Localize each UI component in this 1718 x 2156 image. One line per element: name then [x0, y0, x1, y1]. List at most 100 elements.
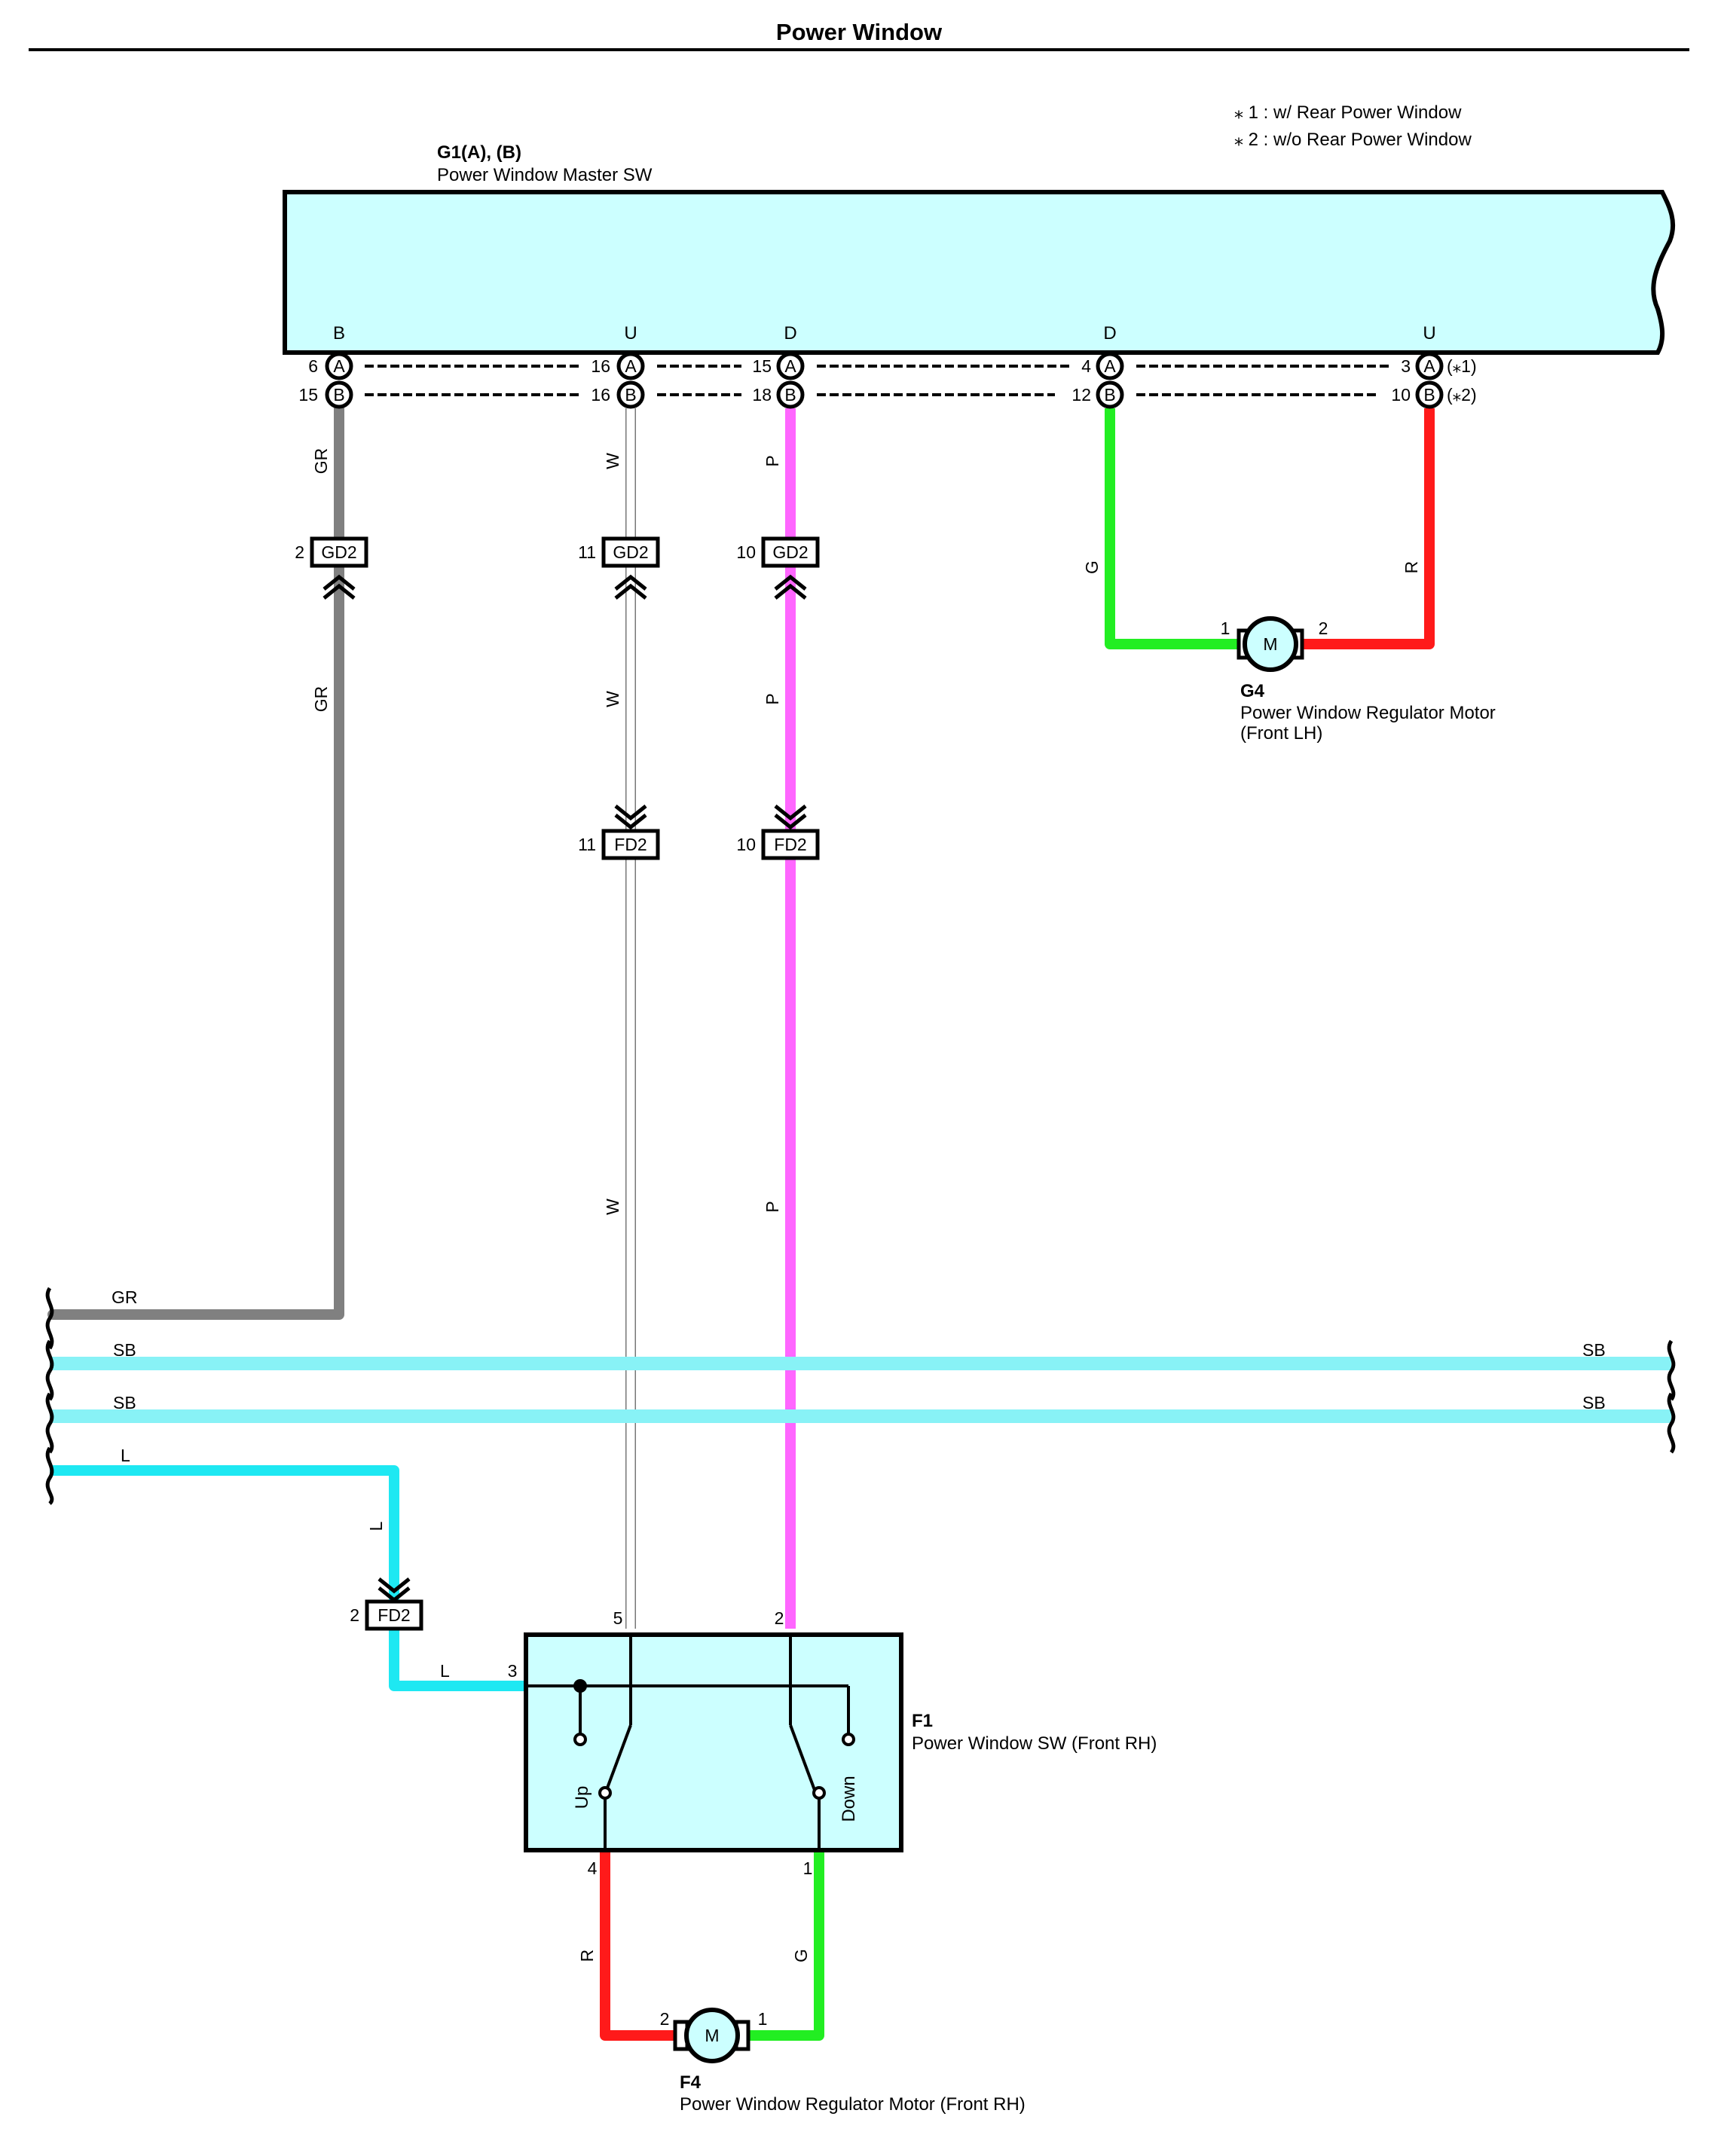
g4-pin-1: 1: [1221, 618, 1230, 638]
diagram-title: Power Window: [776, 19, 943, 45]
pin-c5-a: 3: [1401, 356, 1411, 376]
connector-gd2-3-label: GD2: [772, 542, 808, 562]
connector-gd2-2-label: GD2: [613, 542, 648, 562]
g4-name-2: (Front LH): [1240, 723, 1322, 744]
pin-c4-a: 4: [1081, 356, 1091, 376]
conn-letter-c3-b: B: [784, 385, 796, 405]
wire-label-g-g4: G: [1082, 560, 1102, 574]
f1-pin-2: 2: [775, 1608, 784, 1628]
g4-code: G4: [1240, 681, 1265, 701]
conn-letter-c2-b: B: [625, 385, 636, 405]
connector-fd2-1-label: FD2: [614, 835, 647, 854]
master-col-label-c2: U: [624, 323, 637, 344]
note-ref-c5-b: (⁎2): [1447, 385, 1477, 405]
wire-r-f4: [600, 1847, 675, 2041]
wire-gr: [47, 403, 344, 1320]
wire-label-gr-1: GR: [311, 448, 331, 475]
wire-r-g4: [1302, 408, 1435, 649]
f1-switch-contacts: [573, 1733, 855, 1800]
note-1: ⁎ 1 : w/ Rear Power Window: [1234, 102, 1462, 123]
connector-boxes: [310, 536, 820, 1631]
f1-junction-dot: [573, 1679, 587, 1693]
wire-label-sb-2-left: SB: [113, 1393, 136, 1412]
connector-gd2-2-pin: 11: [578, 542, 596, 562]
master-col-label-c1: B: [333, 323, 345, 344]
wire-label-g-f4: G: [791, 1949, 811, 1962]
pin-c5-b: 10: [1391, 385, 1411, 405]
connector-fd2-3-pin: 2: [350, 1605, 359, 1625]
master-sw-name: Power Window Master SW: [437, 165, 653, 185]
chevron-down-fd2: [378, 805, 807, 1603]
pin-c3-a: 15: [752, 356, 772, 376]
master-col-label-c4: D: [1103, 323, 1116, 344]
f1-pin-5: 5: [613, 1608, 623, 1628]
f4-name: Power Window Regulator Motor (Front RH): [680, 2094, 1026, 2115]
connector-fd2-3-label: FD2: [378, 1605, 410, 1625]
f1-code: F1: [912, 1711, 933, 1731]
master-pin-circles: [325, 352, 1444, 409]
pin-c1-b: 15: [298, 385, 318, 405]
wire-label-sb-1-left: SB: [113, 1340, 136, 1360]
wire-label-p-3: P: [763, 1201, 782, 1212]
f1-up-label: Up: [572, 1786, 592, 1809]
pin-c3-b: 18: [752, 385, 772, 405]
g4-pin-2: 2: [1319, 618, 1328, 638]
conn-letter-c3-a: A: [784, 356, 796, 376]
wire-label-l-h1: L: [121, 1446, 130, 1465]
wire-label-w-1: W: [603, 453, 622, 469]
f1-down-label: Down: [839, 1776, 859, 1822]
conn-letter-c4-b: B: [1104, 385, 1115, 405]
f1-switch-box: [524, 1632, 903, 1852]
wire-g-g4: [1105, 408, 1239, 649]
connector-fd2-2-pin: 10: [736, 835, 756, 854]
cut-marks: [45, 1287, 1676, 1505]
f4-motor-icon: [673, 2008, 750, 2063]
conn-letter-c5-a: A: [1423, 356, 1435, 376]
master-col-label-c5: U: [1423, 323, 1435, 344]
f1-pin-1: 1: [803, 1858, 813, 1878]
connector-gd2-1-pin: 2: [295, 542, 304, 562]
connector-gd2-3-pin: 10: [736, 542, 756, 562]
wire-label-l-h2: L: [440, 1661, 450, 1681]
wire-label-p-1: P: [763, 455, 782, 466]
conn-letter-c5-b: B: [1423, 385, 1435, 405]
master-sw-code: G1(A), (B): [437, 142, 521, 163]
conn-letter-c1-b: B: [333, 385, 344, 405]
f1-name: Power Window SW (Front RH): [912, 1733, 1157, 1754]
f1-pin-3: 3: [508, 1661, 518, 1681]
wire-l: [50, 1465, 526, 1691]
wire-label-r-g4: R: [1402, 561, 1421, 574]
conn-letter-c2-a: A: [625, 356, 637, 376]
f4-pin-1: 1: [758, 2009, 768, 2029]
wire-label-sb-2-right: SB: [1582, 1393, 1606, 1412]
note-ref-c5-a: (⁎1): [1447, 356, 1477, 376]
g4-motor-symbol: M: [1263, 634, 1277, 654]
pin-c1-a: 6: [308, 356, 318, 376]
connector-fd2-1-pin: 11: [578, 835, 596, 854]
f1-pin-4: 4: [588, 1858, 598, 1878]
chevron-up-gd2: [323, 574, 807, 600]
wire-label-sb-1-right: SB: [1582, 1340, 1606, 1360]
wire-label-w-3: W: [603, 1199, 622, 1215]
wire-label-gr-h: GR: [112, 1287, 138, 1307]
connector-fd2-2-label: FD2: [774, 835, 806, 854]
connector-gd2-1-label: GD2: [321, 542, 356, 562]
wire-g-f4: [748, 1847, 824, 2041]
note-2: ⁎ 2 : w/o Rear Power Window: [1234, 130, 1472, 150]
pin-c4-b: 12: [1071, 385, 1091, 405]
pin-c2-b: 16: [591, 385, 610, 405]
conn-letter-c4-a: A: [1104, 356, 1116, 376]
f4-code: F4: [680, 2072, 702, 2093]
g4-name: Power Window Regulator Motor: [1240, 703, 1496, 723]
wire-label-gr-2: GR: [311, 686, 331, 713]
f4-pin-2: 2: [660, 2009, 670, 2029]
wire-label-r-f4: R: [577, 1950, 597, 1962]
master-col-label-c3: D: [784, 323, 796, 344]
master-sw-box: [283, 190, 1676, 355]
g4-motor-icon: [1237, 616, 1304, 672]
pin-c2-a: 16: [591, 356, 610, 376]
wire-label-w-2: W: [603, 691, 622, 707]
wire-label-l-v: L: [366, 1521, 386, 1531]
conn-letter-c1-a: A: [333, 356, 345, 376]
